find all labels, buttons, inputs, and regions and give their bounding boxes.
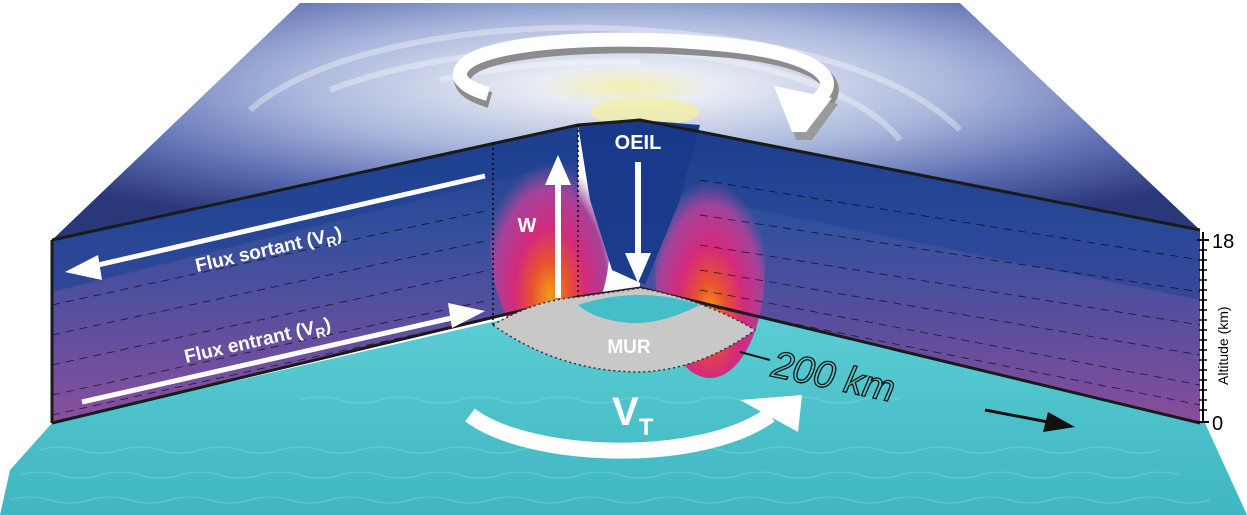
right-cross-section: [640, 120, 1200, 423]
left-outflow-layer: [52, 125, 578, 292]
left-convection-core: [490, 130, 610, 350]
isolines: [51, 179, 1201, 416]
svg-text:Altitude (km): Altitude (km): [1215, 306, 1231, 385]
tangential-wind-arrow: [465, 395, 802, 459]
ocean-texture: [9, 396, 1211, 504]
right-outflow-layer: [660, 125, 1200, 300]
eyewall-label: MUR: [607, 337, 651, 358]
eye-ocean-patch: [578, 295, 700, 324]
updraft-arrow: [545, 155, 571, 298]
tangential-label: VT: [612, 390, 654, 441]
distance-arrow: [739, 351, 1075, 432]
eye-label: OEIL: [615, 132, 662, 154]
outflow-arrow: [65, 173, 486, 280]
altitude-axis-title: Altitude (km): [1215, 306, 1231, 385]
updraft-bounds: [492, 125, 579, 325]
eye-downdraft-arrow: [625, 162, 651, 283]
eye-core-bright: [590, 98, 700, 126]
inflow-arrow: [81, 303, 485, 405]
cloud-rotation-arrow: [452, 32, 839, 140]
altitude-top-tick: 18: [1212, 231, 1234, 253]
altitude-bottom-tick: 0: [1212, 413, 1223, 435]
ocean-surface: [0, 288, 1247, 515]
updraft-label: W: [518, 215, 537, 237]
left-cross-section: [52, 125, 578, 423]
altitude-axis: [1197, 232, 1209, 423]
